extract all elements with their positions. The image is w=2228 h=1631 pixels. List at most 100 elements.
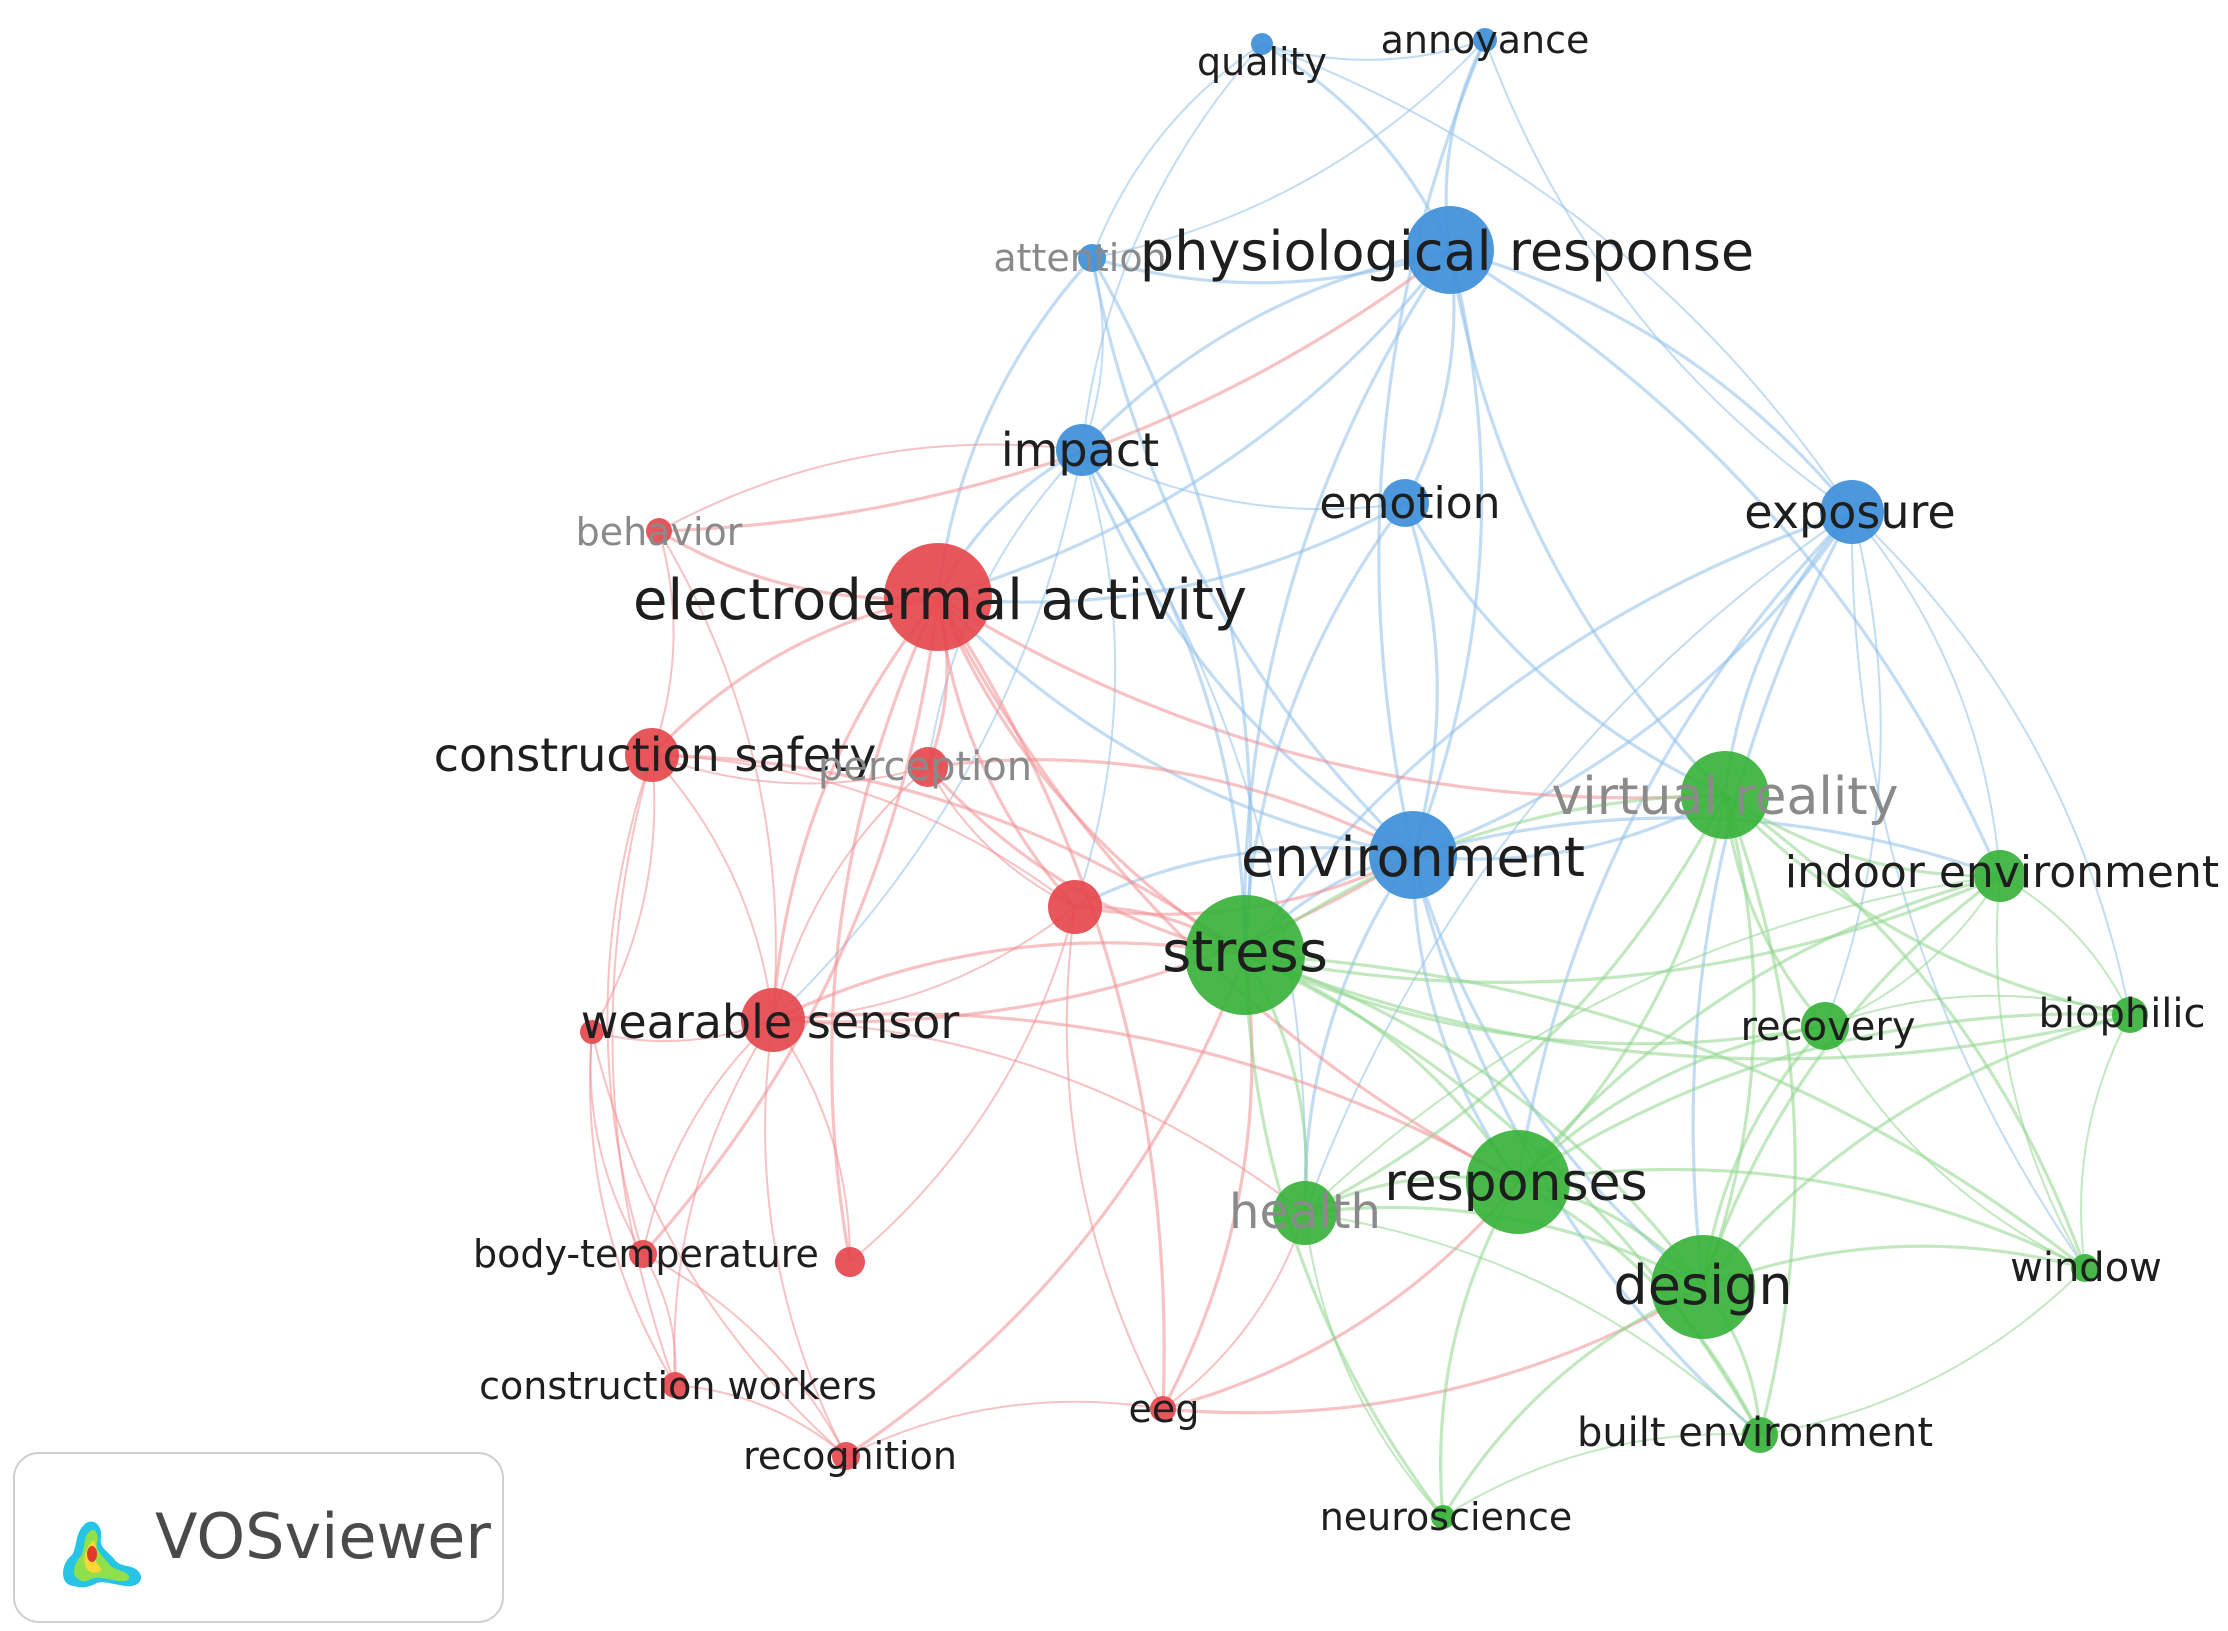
link-impact-emotion <box>1081 449 1406 511</box>
node-perception[interactable] <box>908 747 948 787</box>
link-wearable-sensor-responses <box>772 1012 1519 1184</box>
link-attention-electrodermal-activity <box>936 256 1094 598</box>
node-physiological-response[interactable] <box>1406 206 1494 294</box>
link-red-center-node-eeg <box>1065 906 1164 1410</box>
link-electrodermal-activity-virtual-reality <box>937 595 1726 800</box>
node-red-center-node[interactable] <box>1048 880 1102 934</box>
link-environment-electrodermal-activity <box>936 595 1414 857</box>
link-perception-wearable-sensor <box>772 766 929 1021</box>
link-physiological-response-environment <box>1411 249 1484 856</box>
vosviewer-logo-icon <box>63 1521 142 1588</box>
link-physiological-response-stress <box>1242 249 1452 956</box>
link-wearable-sensor-construction-workers <box>673 1019 774 1386</box>
node-biophilic[interactable] <box>2112 997 2148 1033</box>
link-construction-safety-body-temperature <box>606 754 653 1255</box>
link-quality-annoyance <box>1261 39 1486 61</box>
link-emotion-environment <box>1403 502 1439 856</box>
link-behavior-construction-safety <box>651 530 675 756</box>
link-virtual-reality-health <box>1304 794 1727 1215</box>
link-body-temperature-recognition <box>642 1253 847 1457</box>
node-attention[interactable] <box>1078 244 1106 272</box>
node-indoor-environment[interactable] <box>1974 850 2026 902</box>
link-exposure-health <box>1304 511 1853 1214</box>
link-exposure-window <box>1850 511 2086 1269</box>
link-health-neuroscience <box>1304 1212 1444 1518</box>
link-exposure-indoor-environment <box>1851 511 2001 877</box>
node-quality[interactable] <box>1251 33 1273 55</box>
vosviewer-logo: VOSviewer <box>13 1452 504 1623</box>
link-body-temperature-construction-workers <box>642 1253 677 1386</box>
link-design-neuroscience <box>1441 1285 1704 1518</box>
link-design-window <box>1702 1244 2086 1289</box>
link-quality-attention <box>1091 43 1263 259</box>
link-behavior-physiological-response <box>658 248 1451 533</box>
link-recognition-stress <box>845 954 1247 1458</box>
node-annoyance[interactable] <box>1473 28 1497 52</box>
node-stress[interactable] <box>1185 895 1305 1015</box>
link-recognition-eeg <box>845 1400 1164 1457</box>
node-recognition[interactable] <box>832 1442 860 1470</box>
link-physiological-response-electrodermal-activity <box>937 249 1452 599</box>
node-impact[interactable] <box>1056 424 1108 476</box>
link-red-left-node-recognition <box>591 1031 847 1457</box>
node-responses[interactable] <box>1466 1130 1570 1234</box>
vosviewer-logo-text: VOSviewer <box>155 1500 491 1573</box>
link-exposure-stress <box>1243 510 1853 956</box>
node-recovery[interactable] <box>1801 1002 1849 1050</box>
link-construction-safety-construction-workers <box>611 754 676 1386</box>
node-body-temperature[interactable] <box>629 1240 657 1268</box>
link-physiological-response-impact <box>1080 248 1451 452</box>
node-construction-safety[interactable] <box>625 728 679 782</box>
link-construction-safety-stress <box>651 753 1246 957</box>
node-virtual-reality[interactable] <box>1681 751 1769 839</box>
link-indoor-environment-responses <box>1516 874 2001 1184</box>
network-nodes <box>580 28 2148 1529</box>
link-construction-safety-wearable-sensor <box>651 754 774 1021</box>
node-window[interactable] <box>2071 1254 2099 1282</box>
link-quality-impact <box>1081 43 1263 451</box>
link-emotion-stress <box>1243 502 1407 956</box>
node-design[interactable] <box>1651 1235 1755 1339</box>
link-eeg-design <box>1162 1285 1704 1415</box>
link-quality-exposure <box>1261 43 1853 513</box>
link-impact-stress <box>1080 449 1247 956</box>
link-construction-safety-red-center-node <box>651 754 1076 908</box>
node-built-environment[interactable] <box>1742 1417 1778 1453</box>
link-health-built-environment <box>1304 1212 1761 1436</box>
link-eeg-health <box>1162 1212 1306 1410</box>
link-wearable-sensor-stress <box>772 941 1246 1022</box>
link-wearable-sensor-body-temperature <box>642 1019 774 1255</box>
node-construction-workers[interactable] <box>662 1372 688 1398</box>
link-red-left-node-construction-workers <box>589 1031 676 1386</box>
link-biophilic-window <box>2080 1014 2131 1269</box>
node-electrodermal-activity[interactable] <box>884 543 992 651</box>
link-wearable-sensor-environment <box>772 853 1414 1024</box>
link-stress-neuroscience <box>1243 954 1445 1518</box>
link-construction-workers-recognition <box>674 1384 847 1457</box>
link-indoor-environment-window <box>1995 875 2086 1269</box>
link-electrodermal-activity-body-temperature <box>641 596 940 1256</box>
node-wearable-sensor[interactable] <box>741 988 805 1052</box>
link-environment-virtual-reality <box>1412 793 1726 861</box>
link-behavior-impact <box>658 443 1083 532</box>
node-behavior[interactable] <box>646 518 672 544</box>
link-virtual-reality-biophilic <box>1723 793 2131 1017</box>
node-exposure[interactable] <box>1820 480 1884 544</box>
node-emotion[interactable] <box>1381 479 1429 527</box>
node-red-small-node[interactable] <box>835 1247 865 1277</box>
node-eeg[interactable] <box>1150 1396 1176 1422</box>
link-biophilic-design <box>1701 1013 2131 1289</box>
node-environment[interactable] <box>1369 811 1457 899</box>
link-construction-safety-perception <box>651 754 929 785</box>
link-attention-stress <box>1090 257 1253 956</box>
link-electrodermal-activity-wearable-sensor <box>771 595 940 1021</box>
link-construction-safety-red-left-node <box>591 754 656 1033</box>
link-eeg-stress <box>1161 954 1254 1410</box>
node-neuroscience[interactable] <box>1431 1505 1455 1529</box>
node-red-left-node[interactable] <box>580 1020 604 1044</box>
link-emotion-virtual-reality <box>1403 502 1726 797</box>
node-health[interactable] <box>1273 1181 1337 1245</box>
link-indoor-environment-design <box>1701 874 2001 1288</box>
link-physiological-response-virtual-reality <box>1448 249 1727 797</box>
